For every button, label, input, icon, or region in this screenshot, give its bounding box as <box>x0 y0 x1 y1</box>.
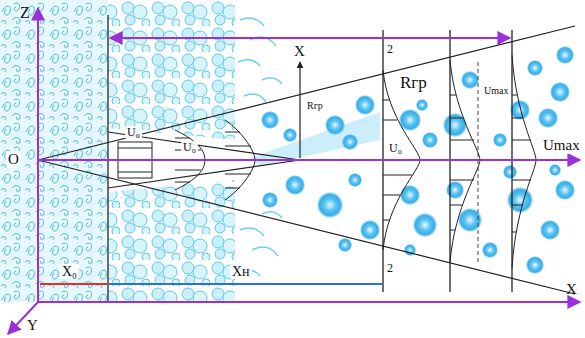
velocity-label: U₀ <box>387 142 404 155</box>
axis-label: Z <box>20 4 30 22</box>
droplet <box>325 115 345 135</box>
droplet <box>461 71 479 89</box>
droplet <box>317 192 343 218</box>
velocity-label: Umax <box>541 137 582 154</box>
droplet <box>342 134 358 150</box>
droplet <box>538 108 558 128</box>
droplet <box>285 175 305 195</box>
droplet <box>493 133 507 147</box>
axis-label: Y <box>27 317 38 334</box>
section-line <box>108 15 512 302</box>
droplet <box>261 111 279 129</box>
beam <box>250 112 380 166</box>
origin-label: O <box>6 151 21 168</box>
droplet <box>555 180 575 200</box>
droplet <box>262 192 278 208</box>
droplet <box>549 164 561 176</box>
dimension-label: X₀ <box>60 264 79 279</box>
droplet <box>422 132 438 148</box>
axis-label: X <box>294 43 305 60</box>
droplet <box>360 220 380 240</box>
droplet <box>446 181 464 199</box>
velocity-profile <box>118 55 536 268</box>
cloud-region <box>108 0 235 140</box>
velocity-label: Umax <box>482 85 510 96</box>
droplet <box>507 187 533 213</box>
mixing-region <box>0 0 108 302</box>
droplet <box>416 99 428 111</box>
droplet <box>413 213 437 237</box>
droplet <box>482 242 498 258</box>
radius-label: Rгр <box>305 100 325 111</box>
swirl-arcs <box>238 18 282 276</box>
droplet <box>400 185 420 205</box>
section-number: 2 <box>387 43 393 56</box>
droplet <box>550 82 570 102</box>
axis-label: X <box>566 281 577 298</box>
droplet <box>510 100 530 120</box>
droplet <box>348 173 362 187</box>
radius-label: Rгр <box>398 74 429 93</box>
droplet <box>526 256 544 274</box>
droplet <box>556 46 574 64</box>
droplet <box>338 238 352 252</box>
xh-dimension <box>109 283 382 285</box>
axis <box>8 8 580 334</box>
velocity-label: U₀ <box>125 126 142 139</box>
droplet <box>503 165 517 179</box>
droplet <box>283 128 297 142</box>
radius-arrow <box>299 62 300 158</box>
droplet <box>540 220 560 240</box>
dimension-label: Xн <box>230 264 252 279</box>
droplet <box>355 95 375 115</box>
droplet <box>527 60 543 76</box>
x0-dimension <box>40 283 107 285</box>
velocity-label: U₀ <box>181 141 198 154</box>
umax-line <box>478 62 479 262</box>
section-number: 2 <box>387 262 393 275</box>
